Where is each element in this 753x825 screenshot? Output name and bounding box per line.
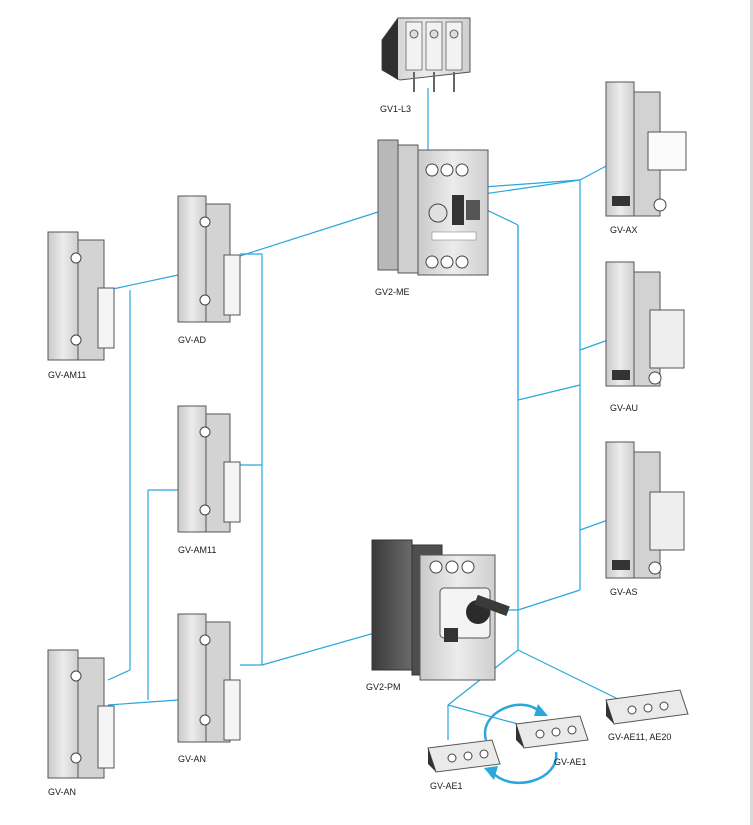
- gv-au-label: GV-AU: [610, 403, 639, 413]
- gv-an-left-device: [47, 649, 115, 779]
- gv-ae11-ae20-device: [605, 689, 689, 725]
- gv-ae1-right-label: GV-AE1: [554, 757, 587, 767]
- gv-an-mid-label: GV-AN: [178, 754, 207, 764]
- gv2-pm-label: GV2-PM: [366, 682, 401, 692]
- gv2-me-device: [377, 139, 489, 276]
- gv-am11-left-device: [47, 231, 115, 361]
- gv-am11-left-label: GV-AM11: [48, 370, 87, 380]
- gv-ad-label: GV-AD: [178, 335, 207, 345]
- gv-am11-mid-label: GV-AM11: [178, 545, 217, 555]
- gv-ae1-left-device: [427, 739, 501, 773]
- gv-ae11-ae20-label: GV-AE11, AE20: [608, 732, 672, 742]
- gv-ad-device: [177, 195, 241, 323]
- right-border: [750, 0, 753, 825]
- gv-am11-mid-device: [177, 405, 241, 533]
- gv-ax-device: [605, 81, 687, 217]
- gv-ae1-left-label: GV-AE1: [430, 781, 463, 791]
- gv-as-device: [605, 441, 685, 579]
- gv-ax-label: GV-AX: [610, 225, 638, 235]
- gv-an-mid-device: [177, 613, 241, 743]
- gv1-l3-label: GV1-L3: [380, 104, 412, 114]
- gv2-pm-device: [371, 539, 510, 681]
- gv-as-label: GV-AS: [610, 587, 638, 597]
- gv2-me-label: GV2-ME: [375, 287, 410, 297]
- rotation-arrows: [483, 703, 558, 785]
- gv-au-device: [605, 261, 685, 387]
- gv-ae1-right-device: [515, 715, 589, 749]
- gv-an-left-label: GV-AN: [48, 787, 77, 797]
- gv1-l3-device: [381, 17, 471, 92]
